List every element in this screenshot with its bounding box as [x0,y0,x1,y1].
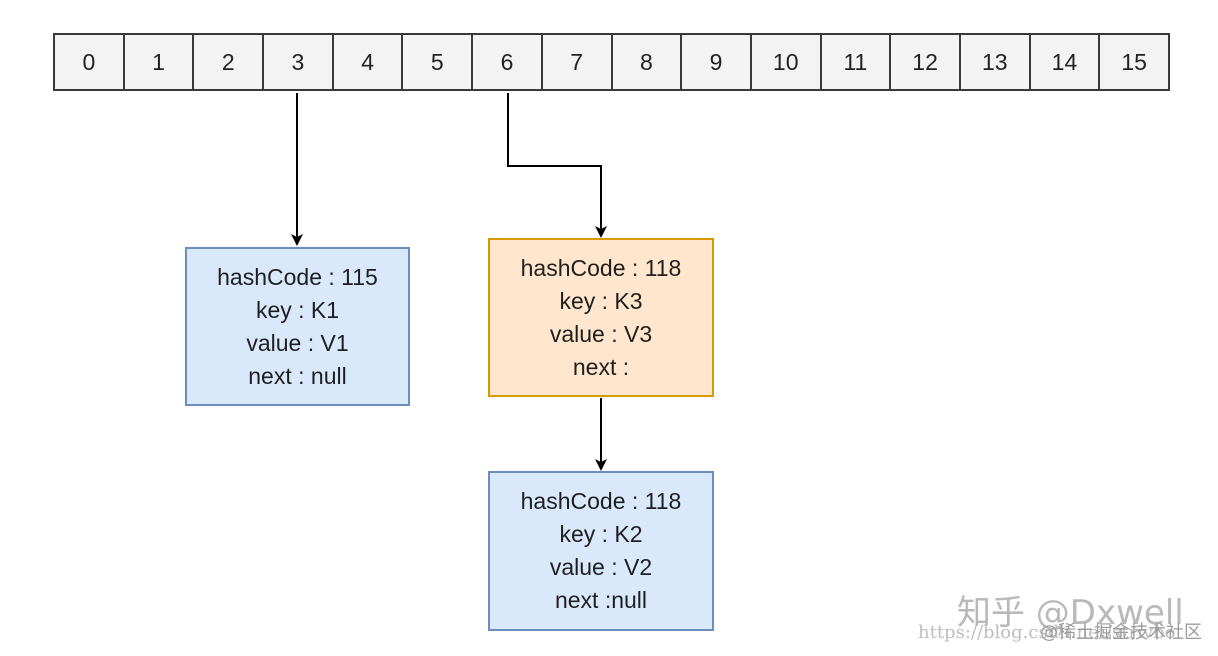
node-k3: hashCode : 118 key : K3 value : V3 next … [488,238,714,397]
node-k1: hashCode : 115 key : K1 value : V1 next … [185,247,410,406]
node-k2-key: key : K2 [559,521,643,547]
arrow-index6-to-k3 [507,93,607,238]
array-index-5: 5 [403,35,474,89]
array-index-10: 10 [752,35,822,89]
node-k2-value: value : V2 [549,554,653,580]
array-index-2: 2 [194,35,265,89]
node-k3-key: key : K3 [559,287,643,314]
hash-table-array: 0 1 2 3 4 5 6 7 8 9 10 11 12 13 14 15 [53,33,1170,91]
node-k2-hashcode: hashCode : 118 [520,488,682,514]
array-index-9: 9 [682,35,752,89]
node-k1-next: next : null [248,362,347,389]
array-index-0: 0 [55,35,125,89]
node-k3-next: next : [572,353,630,380]
array-index-3: 3 [264,35,334,89]
array-index-8: 8 [613,35,683,89]
array-index-14: 14 [1031,35,1101,89]
node-k3-hashcode: hashCode : 118 [520,254,682,281]
array-index-1: 1 [125,35,195,89]
array-index-15: 15 [1121,48,1147,75]
watermark-zhihu: 知乎 @Dxwell [957,593,1184,633]
watermark-url: https://blog.csdn.net/strivbo [918,622,1176,643]
node-k1-hashcode: hashCode : 115 [217,263,378,290]
array-index-11: 11 [822,35,892,89]
array-index-6: 6 [473,35,543,89]
array-index-13: 13 [961,35,1031,89]
watermark-juejin: @稀土掘金技术社区 [1040,622,1202,643]
node-k3-value: value : V3 [549,320,653,347]
node-k2-next: next :null [554,587,648,613]
array-index-4: 4 [334,35,404,89]
node-k2: hashCode : 118 key : K2 value : V2 next … [488,471,714,631]
node-k1-key: key : K1 [255,296,340,323]
array-index-12: 12 [891,35,961,89]
node-k1-value: value : V1 [246,329,349,356]
array-index-7: 7 [543,35,613,89]
